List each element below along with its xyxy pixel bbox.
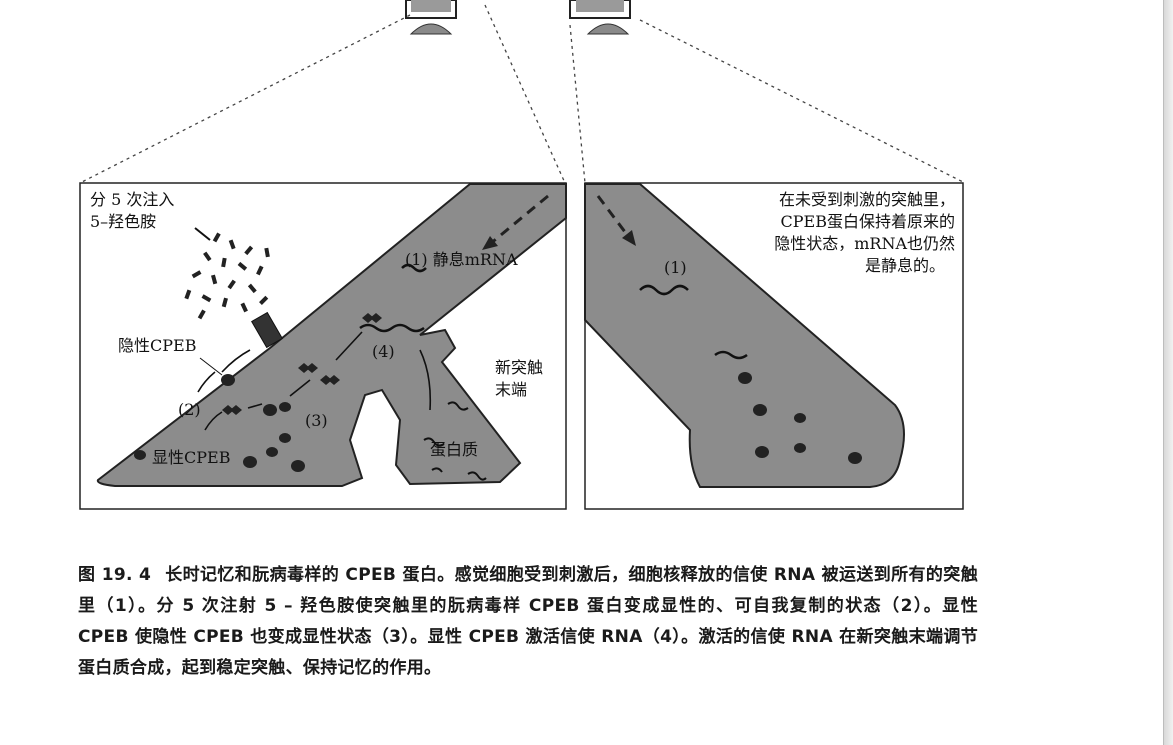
mrna-transport-arrows bbox=[489, 194, 630, 246]
caption-text: 长时记忆和朊病毒样的 CPEB 蛋白。感觉细胞受到刺激后，细胞核释放的信使 RN… bbox=[78, 565, 978, 678]
protein-label: 蛋白质 bbox=[430, 440, 479, 459]
left-arrow-head bbox=[482, 236, 498, 250]
left-step-arrows bbox=[197, 331, 432, 431]
step3-label: (3) bbox=[305, 411, 328, 430]
right-axon-shape bbox=[584, 183, 905, 488]
step4-label: (4) bbox=[372, 342, 395, 361]
right-arrow-head bbox=[622, 230, 636, 246]
active-cpeb-label: 显性CPEB bbox=[152, 448, 231, 467]
right-mrna-strands bbox=[639, 284, 748, 360]
serotonin-particles bbox=[184, 232, 270, 320]
right-step1-label: (1) bbox=[664, 258, 687, 277]
injection-arrow bbox=[194, 227, 211, 241]
new-terminal-label-line1: 新突触 bbox=[495, 358, 544, 377]
right-note-line3: 隐性状态，mRNA也仍然 bbox=[774, 234, 955, 253]
page-edge bbox=[1163, 0, 1173, 745]
latent-cpeb-leader bbox=[199, 357, 223, 376]
left-axon-shape bbox=[96, 183, 567, 487]
figure-number: 图 19. 4 bbox=[78, 565, 152, 585]
dormant-mrna-label: (1) 静息mRNA bbox=[405, 250, 518, 269]
zoom-lines bbox=[79, 4, 966, 184]
right-note-line4: 是静息的。 bbox=[864, 256, 945, 275]
left-cpeb-blobs bbox=[134, 313, 382, 472]
protein-strands bbox=[423, 401, 487, 481]
right-cpeb-blobs bbox=[738, 372, 862, 464]
injection-label-line1: 分 5 次注入 bbox=[90, 190, 175, 209]
latent-cpeb-label: 隐性CPEB bbox=[118, 336, 197, 355]
receptor-block bbox=[251, 311, 283, 349]
injection-label-line2: 5–羟色胺 bbox=[90, 212, 157, 231]
left-mrna-strands bbox=[359, 263, 427, 333]
top-left-terminal bbox=[405, 0, 457, 35]
new-terminal-label-line2: 末端 bbox=[495, 380, 528, 399]
top-right-terminal bbox=[569, 0, 631, 35]
right-note-line1: 在未受到刺激的突触里， bbox=[778, 190, 955, 209]
step2-label: (2) bbox=[178, 400, 201, 419]
right-note-line2: CPEB蛋白保持着原来的 bbox=[780, 212, 955, 231]
